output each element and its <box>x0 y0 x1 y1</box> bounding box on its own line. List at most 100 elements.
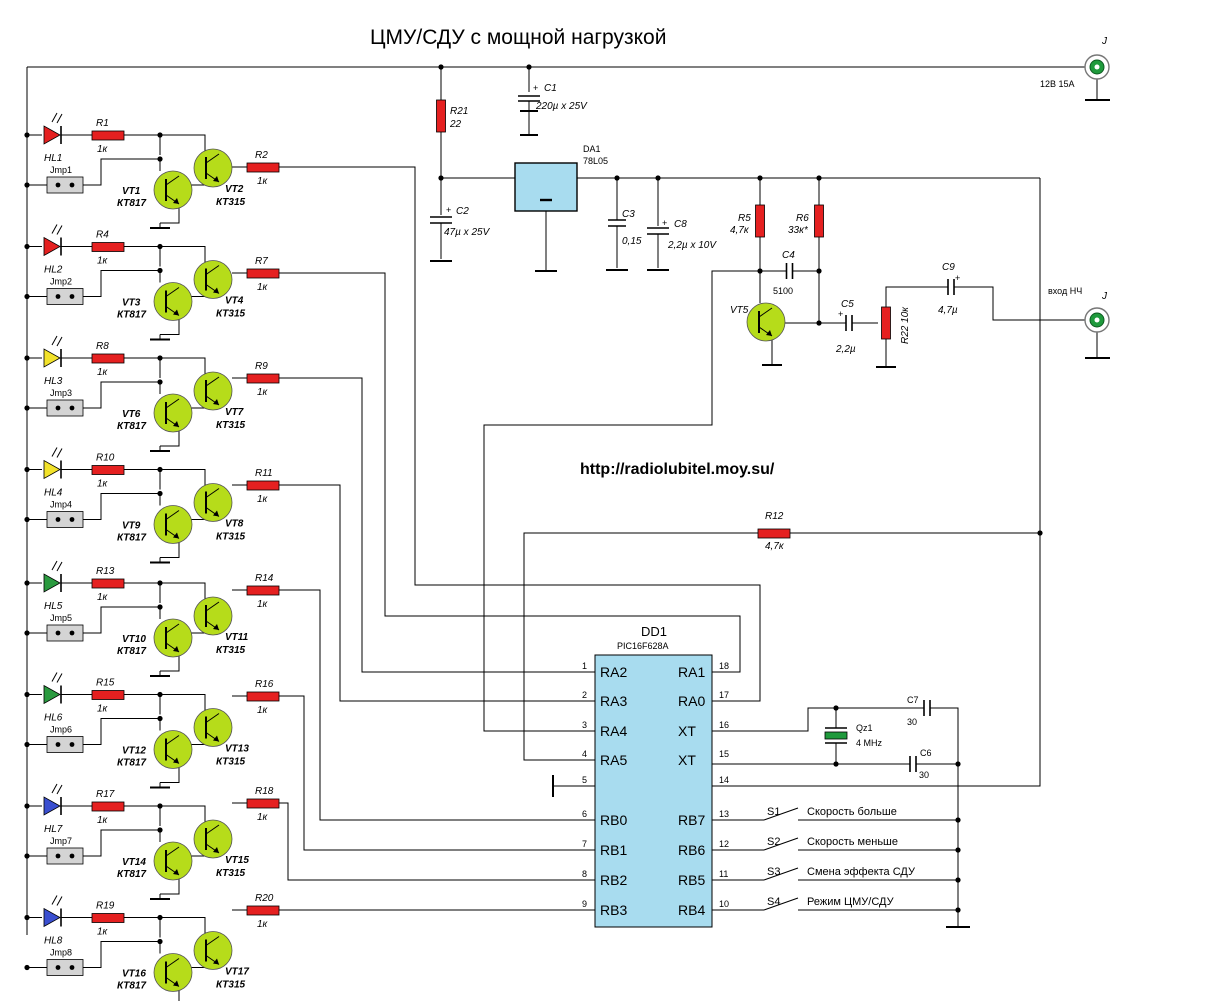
resistor-r4 <box>91 242 125 252</box>
led-hl2 <box>43 236 61 257</box>
junction-dot <box>157 132 163 138</box>
jumper-label: Jmp1 <box>50 165 72 175</box>
led-hl8 <box>43 907 61 928</box>
r5-name: R5 <box>738 213 751 224</box>
c8-value: 2,2µ x 10V <box>667 240 717 251</box>
transistor-vt11-collector <box>205 601 220 612</box>
mcu-pin-label: RB6 <box>678 842 705 858</box>
r21-value: 22 <box>449 119 462 130</box>
transistor-vt9-arrow <box>173 532 179 539</box>
transistor-vt10-collector <box>165 623 180 634</box>
led-light-arrow <box>51 783 58 794</box>
junction-dot <box>157 267 163 274</box>
transistor-vt17-arrow <box>213 958 219 965</box>
junction-dot <box>157 914 163 921</box>
led-light-arrow <box>56 336 63 347</box>
resistor-r20 <box>246 905 280 916</box>
transistor-vt8-arrow <box>213 510 219 517</box>
transistor-vt16-collector <box>165 958 180 968</box>
c1-name: C1 <box>544 83 557 94</box>
mcu-pin-label: RB3 <box>600 902 627 918</box>
transistor-type: КТ315 <box>216 532 246 543</box>
mcu-pin-number: 1 <box>582 661 587 671</box>
channel-3-drive-net <box>279 377 595 673</box>
transistor-vt3-collector <box>165 287 180 297</box>
transistor-label: VT3 <box>122 298 141 309</box>
junction-dot <box>24 466 30 473</box>
junction-dot <box>955 761 961 767</box>
jumper-jmp2 <box>46 288 84 305</box>
jumper-pin <box>55 853 61 859</box>
wire <box>83 381 160 409</box>
jumper-pin <box>69 294 75 299</box>
mcu-chip-body <box>594 654 713 928</box>
junction-dot <box>757 175 763 181</box>
transistor-vt14 <box>153 841 193 881</box>
junction-dot <box>157 156 163 162</box>
mcu-pin-label: RA1 <box>678 664 705 680</box>
resistor-label: R7 <box>255 256 268 267</box>
transistor-type: КТ315 <box>216 645 246 656</box>
transistor-label: VT13 <box>225 744 249 755</box>
junction-dot <box>24 355 30 361</box>
jumper-jmp6 <box>46 736 84 753</box>
wire <box>83 493 160 520</box>
resistor-value: 1к <box>257 176 269 187</box>
junction-dot <box>157 243 163 250</box>
mcu-pin-label: RA3 <box>600 693 627 709</box>
switch-s4 <box>763 897 799 911</box>
wire <box>124 805 206 824</box>
mcu-pin-label: RB7 <box>678 812 705 828</box>
led-light-arrow <box>51 112 58 123</box>
wire <box>83 270 160 297</box>
junction-dot <box>157 466 163 473</box>
transistor-vt2-collector <box>205 153 220 164</box>
led-hl6 <box>43 684 61 705</box>
led-light-arrow <box>56 784 63 795</box>
resistor-value: 1к <box>257 387 269 398</box>
channel-1-drive-net <box>279 166 761 702</box>
c2-value: 47µ x 25V <box>444 227 491 238</box>
junction-dot <box>24 853 30 859</box>
transistor-vt8-collector <box>205 488 220 498</box>
channel-7-drive-net <box>279 802 595 881</box>
c1-plus: + <box>533 83 538 93</box>
junction-dot <box>24 741 30 748</box>
resistor-label: R18 <box>255 786 274 797</box>
transistor-type: КТ817 <box>117 981 147 992</box>
transistor-vt13-arrow <box>213 735 219 742</box>
led-light-arrow <box>51 672 58 682</box>
resistor-value: 1к <box>97 704 109 715</box>
switch-label: Режим ЦМУ/СДУ <box>807 896 895 908</box>
junction-dot <box>157 938 163 945</box>
jumper-jmp5 <box>46 624 84 642</box>
c3-value: 0,15 <box>622 236 642 247</box>
transistor-type: КТ817 <box>117 310 147 321</box>
transistor-vt6 <box>153 393 193 433</box>
r6-resistor <box>814 204 824 238</box>
transistor-label: VT7 <box>225 407 244 418</box>
c7-name: C7 <box>907 695 919 705</box>
led-hl4 <box>43 459 61 480</box>
jumper-pin <box>69 742 75 747</box>
c5-plus: + <box>838 309 843 319</box>
resistor-label: R13 <box>96 566 115 577</box>
jumper-label: Jmp4 <box>50 500 72 510</box>
jumper-label: Jmp3 <box>50 388 72 398</box>
regulator-da1 <box>514 162 578 212</box>
led-label: HL1 <box>44 153 62 164</box>
junction-dot <box>157 715 163 722</box>
jumper-pin <box>69 630 75 636</box>
switch-label: Скорость меньше <box>807 836 898 848</box>
transistor-type: КТ315 <box>216 757 246 768</box>
mcu-name: DD1 <box>641 624 667 639</box>
transistor-vt16-arrow <box>173 980 179 987</box>
transistor-type: КТ315 <box>216 420 246 431</box>
jumper-pin <box>55 630 61 636</box>
jumper-pin <box>55 965 61 970</box>
junction-dot <box>24 405 30 411</box>
led-hl3 <box>43 348 61 368</box>
switch-s2 <box>763 837 799 851</box>
vt5-name: VT5 <box>730 305 749 316</box>
transistor-label: VT12 <box>122 746 146 757</box>
